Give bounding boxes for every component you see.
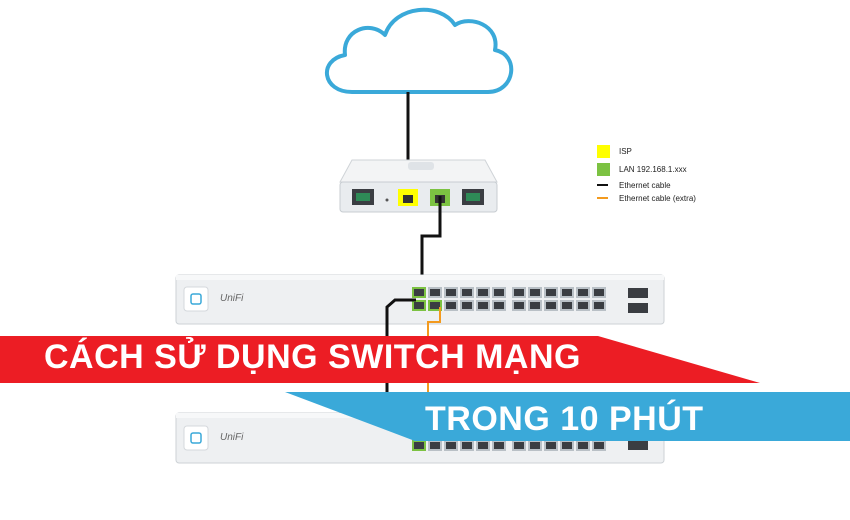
banner-title-line-1: CÁCH SỬ DỤNG SWITCH MẠNG bbox=[44, 338, 581, 376]
ethernet-extra-line-swatch bbox=[597, 197, 608, 199]
switch-port-socket bbox=[494, 289, 504, 296]
legend-label: Ethernet cable bbox=[619, 180, 671, 190]
switch-port-socket bbox=[562, 302, 572, 309]
switch-port-socket bbox=[578, 442, 588, 449]
switch-port-socket bbox=[462, 289, 472, 296]
switch-port-socket bbox=[546, 442, 556, 449]
legend-item-isp: ISP bbox=[597, 144, 696, 158]
ethernet-line-swatch bbox=[597, 184, 608, 186]
switch-port-socket bbox=[446, 302, 456, 309]
switch-top: UniFi bbox=[175, 274, 665, 325]
switch-port-socket bbox=[494, 302, 504, 309]
switch-port-socket bbox=[430, 302, 440, 309]
switch-port-socket bbox=[462, 302, 472, 309]
isp-swatch bbox=[597, 144, 610, 158]
internet-cloud bbox=[325, 7, 514, 94]
legend-item-ethernet: Ethernet cable bbox=[597, 180, 696, 190]
switch-port-socket bbox=[546, 302, 556, 309]
lan-cable-gateway-switch bbox=[420, 196, 442, 292]
switch-port-socket bbox=[562, 289, 572, 296]
switch-port-socket bbox=[494, 442, 504, 449]
switch-port-socket bbox=[414, 302, 424, 309]
switch-port-socket bbox=[594, 289, 604, 296]
switch-port-socket bbox=[514, 302, 524, 309]
switch-top-ports bbox=[412, 287, 606, 311]
gateway-device bbox=[339, 159, 498, 213]
legend-label: LAN 192.168.1.xxx bbox=[619, 164, 687, 174]
lan-swatch bbox=[597, 162, 610, 176]
switch-port-socket bbox=[578, 289, 588, 296]
legend-item-ethernet-extra: Ethernet cable (extra) bbox=[597, 193, 696, 203]
switch-port-socket bbox=[562, 442, 572, 449]
switch-port-socket bbox=[578, 302, 588, 309]
banner-title-line-2: TRONG 10 PHÚT bbox=[425, 400, 704, 438]
switch-port-socket bbox=[530, 442, 540, 449]
switch-port-socket bbox=[514, 442, 524, 449]
switch-port-socket bbox=[594, 302, 604, 309]
legend-label: ISP bbox=[619, 146, 632, 156]
switch-port-socket bbox=[446, 289, 456, 296]
switch-port-socket bbox=[514, 289, 524, 296]
legend-item-lan: LAN 192.168.1.xxx bbox=[597, 162, 696, 176]
legend: ISP LAN 192.168.1.xxx Ethernet cable Eth… bbox=[597, 144, 696, 206]
switch-port-socket bbox=[530, 289, 540, 296]
switch-port-socket bbox=[478, 289, 488, 296]
switch-port-socket bbox=[414, 442, 424, 449]
switch-port-socket bbox=[462, 442, 472, 449]
blue-banner bbox=[285, 392, 850, 441]
switch-port-socket bbox=[430, 289, 440, 296]
switch-port-socket bbox=[478, 302, 488, 309]
switch-port-socket bbox=[546, 289, 556, 296]
switch-port-socket bbox=[414, 289, 424, 296]
switch-port-socket bbox=[594, 442, 604, 449]
switch-port-socket bbox=[430, 442, 440, 449]
switch-port-socket bbox=[530, 302, 540, 309]
switch-port-socket bbox=[478, 442, 488, 449]
switch-top-logo: UniFi bbox=[220, 293, 244, 304]
switch-bottom-logo: UniFi bbox=[220, 432, 244, 443]
switch-port-socket bbox=[446, 442, 456, 449]
legend-label: Ethernet cable (extra) bbox=[619, 193, 696, 203]
red-banner bbox=[0, 336, 760, 383]
